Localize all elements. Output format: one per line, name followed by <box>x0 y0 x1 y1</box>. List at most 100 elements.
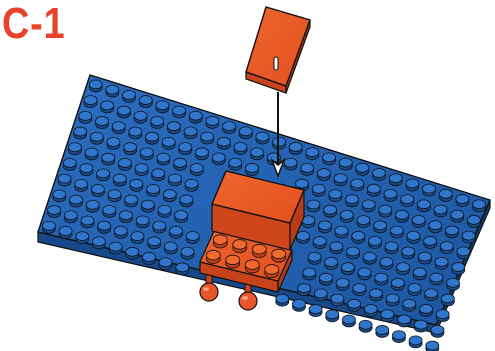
baseplate-stud-top <box>59 226 72 235</box>
baseplate-stud-top <box>234 143 247 152</box>
baseplate-stud-top <box>84 96 97 105</box>
baseplate-stud-top <box>92 237 105 246</box>
baseplate-stud-top <box>156 101 169 110</box>
baseplate-stud-top <box>103 205 116 214</box>
baseplate-stud-top <box>147 184 160 193</box>
baseplate-stud-top <box>408 284 421 293</box>
baseplate-stud-top <box>131 232 144 241</box>
baseplate-stud-top <box>48 206 61 215</box>
baseplate-stud-top <box>402 247 415 256</box>
baseplate-stud-top <box>179 143 192 152</box>
baseplate-stud-top <box>79 111 92 120</box>
baseplate-stud-top <box>334 174 347 183</box>
baseplate-stud-top <box>89 80 102 89</box>
baseplate-stud-top <box>251 148 264 157</box>
baseplate-stud-top <box>373 168 386 177</box>
baseplate-stud-top <box>351 179 364 188</box>
baseplate-stud-top <box>297 231 310 240</box>
baseplate-stud-top <box>414 320 427 329</box>
baseplate-stud-top <box>425 289 438 298</box>
baseplate-stud-top <box>341 263 354 272</box>
baseplate-stud-top <box>396 210 409 219</box>
baseplate-stud-top <box>142 253 155 262</box>
baseplate-stud-top <box>292 299 305 308</box>
baseplate-stud-top <box>229 158 242 167</box>
orange-stud-top <box>265 265 279 275</box>
baseplate-stud-top <box>141 200 154 209</box>
baseplate-stud-top <box>120 211 133 220</box>
baseplate-stud-top <box>129 127 142 136</box>
baseplate-stud-top <box>376 325 389 334</box>
baseplate-stud-top <box>58 174 71 183</box>
baseplate-stud-top <box>431 325 444 334</box>
baseplate-stud-top <box>346 195 359 204</box>
baseplate-stud-top <box>151 116 164 125</box>
baseplate-stud-top <box>217 137 230 146</box>
baseplate-stud-top <box>256 132 269 141</box>
baseplate-stud-top <box>76 232 89 241</box>
baseplate-stud-top <box>403 299 416 308</box>
baseplate-stud-top <box>152 169 165 178</box>
baseplate-stud-top <box>306 148 319 157</box>
baseplate-stud-top <box>375 273 388 282</box>
baseplate-stud-top <box>418 252 431 261</box>
baseplate-stud-top <box>417 200 430 209</box>
orange-tile <box>246 7 310 93</box>
baseplate-stud-top <box>159 258 172 267</box>
baseplate-stud-top <box>239 127 252 136</box>
baseplate-stud-top <box>112 122 125 131</box>
baseplate-stud-top <box>357 216 370 225</box>
baseplate-stud-top <box>406 179 419 188</box>
baseplate-stud-top <box>303 268 316 277</box>
baseplate-stud-top <box>409 336 422 345</box>
baseplate-stud-top <box>186 232 199 241</box>
baseplate-stud-top <box>379 205 392 214</box>
baseplate-stud-top <box>441 294 454 303</box>
baseplate-stud-top <box>102 153 115 162</box>
baseplate-stud-top <box>401 195 414 204</box>
baseplate-stud-top <box>86 200 99 209</box>
baseplate-stud-top <box>85 148 98 157</box>
baseplate-stud-top <box>457 247 470 256</box>
baseplate-stud-top <box>63 158 76 167</box>
baseplate-stud-top <box>106 85 119 94</box>
baseplate-stud-top <box>389 174 402 183</box>
baseplate-stud-top <box>284 158 297 167</box>
baseplate-stud-top <box>123 90 136 99</box>
baseplate-stud-top <box>380 257 393 266</box>
baseplate-stud-top <box>439 189 452 198</box>
baseplate-stud-top <box>113 174 126 183</box>
baseplate-stud-top <box>440 242 453 251</box>
baseplate-stud-top <box>296 179 309 188</box>
baseplate-stud-top <box>314 289 327 298</box>
baseplate-stud-top <box>313 237 326 246</box>
baseplate-stud-top <box>91 185 104 194</box>
baseplate-stud-top <box>126 247 139 256</box>
baseplate-stud-top <box>323 153 336 162</box>
baseplate-stud-top <box>136 216 149 225</box>
baseplate-stud-top <box>392 331 405 340</box>
orange-stud-top <box>206 250 220 260</box>
baseplate-stud-top <box>139 96 152 105</box>
baseplate-stud-top <box>398 315 411 324</box>
baseplate-stud-top <box>358 268 371 277</box>
baseplate-stud-top <box>289 142 302 151</box>
baseplate-stud-top <box>135 164 148 173</box>
orange-stud-top <box>245 260 259 270</box>
baseplate-stud-top <box>423 184 436 193</box>
baseplate-stud-top <box>81 216 94 225</box>
baseplate-stud-top <box>339 158 352 167</box>
baseplate-stud-top <box>158 205 171 214</box>
baseplate-stud-top <box>206 116 219 125</box>
baseplate-stud-top <box>167 122 180 131</box>
baseplate-stud-top <box>168 174 181 183</box>
baseplate-stud-top <box>434 205 447 214</box>
baseplate-stud-top <box>134 111 147 120</box>
baseplate-stud-top <box>174 158 187 167</box>
baseplate-stud-top <box>176 263 189 272</box>
baseplate-stud-top <box>381 310 394 319</box>
baseplate-stud-top <box>196 148 209 157</box>
baseplate-stud-top <box>329 189 342 198</box>
baseplate-stud-top <box>70 195 83 204</box>
